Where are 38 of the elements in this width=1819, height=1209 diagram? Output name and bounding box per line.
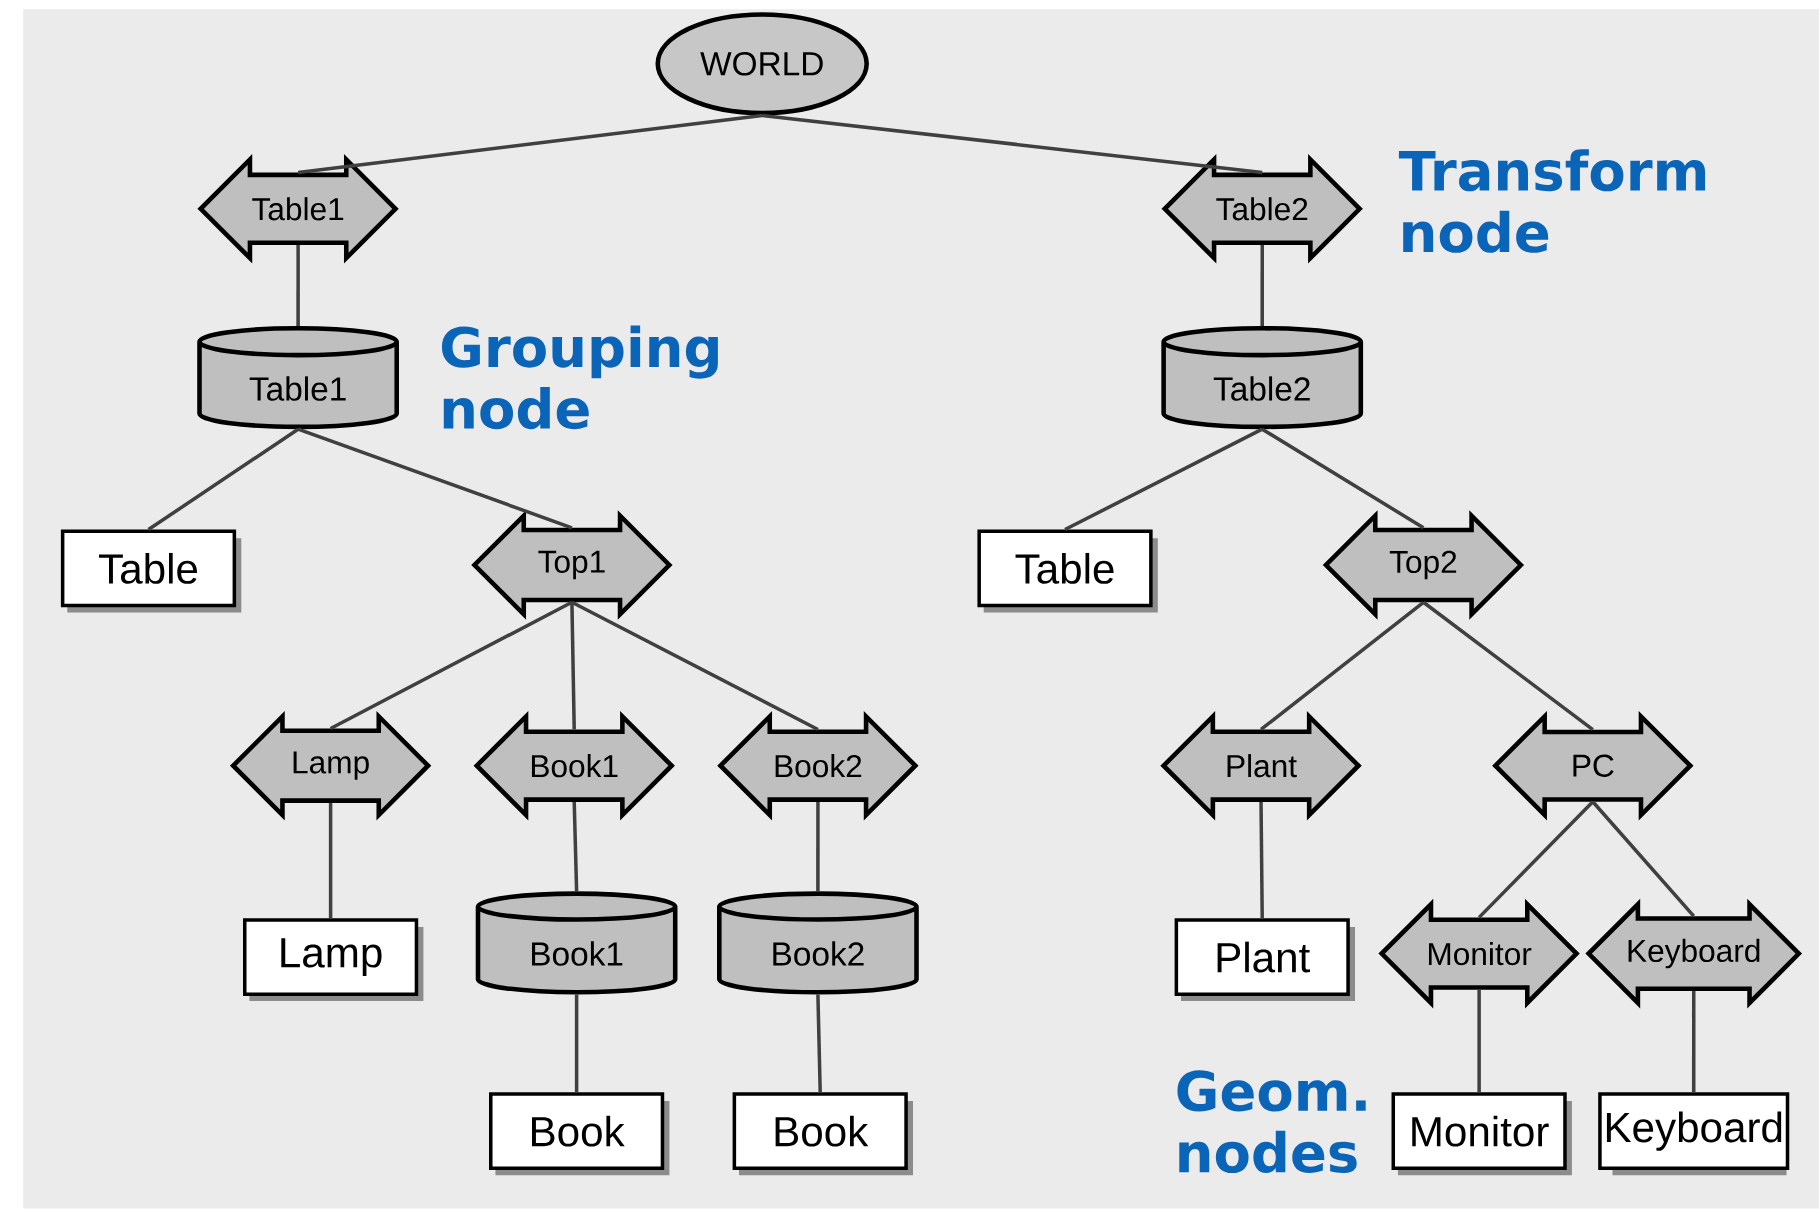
tree-line [329, 600, 573, 731]
geometry-box: Keyboard [1598, 1092, 1790, 1176]
tree-line [1259, 601, 1425, 731]
geometry-box: Table [60, 529, 242, 613]
tree-line [297, 113, 763, 175]
geometry-box: Monitor [1391, 1092, 1572, 1176]
tree-line [1691, 991, 1696, 1093]
tree-line [147, 427, 300, 532]
group-cylinder: Book2 [717, 891, 919, 995]
tree-line [816, 802, 820, 892]
annotation-text: Transform node [1398, 149, 1706, 253]
annotation-text: Geom. nodes [1177, 1070, 1366, 1174]
tree-line [816, 994, 822, 1093]
tree-line [1064, 427, 1263, 532]
geometry-box: Book [732, 1092, 913, 1176]
geometry-box: Lamp [243, 918, 424, 1002]
group-cylinder: Table1 [197, 326, 399, 430]
geometry-box: Plant [1174, 918, 1355, 1002]
tree-line [328, 803, 333, 919]
tree-line [1477, 989, 1481, 1093]
tree-line [570, 602, 576, 730]
annotation-text: Grouping node [441, 325, 718, 430]
geometry-box: Table [977, 529, 1158, 613]
tree-line [1260, 245, 1264, 327]
tree-line [762, 113, 1263, 175]
tree-line [297, 427, 573, 530]
group-cylinder: Book1 [475, 891, 678, 995]
tree-line [1259, 802, 1264, 919]
tree-line [572, 801, 579, 892]
group-cylinder: Table2 [1161, 326, 1364, 430]
geometry-box: Book [489, 1092, 670, 1176]
tree-line [296, 245, 300, 327]
tree-line [1422, 600, 1594, 732]
tree-line [1591, 800, 1696, 918]
tree-line [1261, 427, 1425, 530]
tree-line [574, 994, 579, 1093]
tree-line [1477, 800, 1595, 919]
tree-line [571, 600, 819, 732]
